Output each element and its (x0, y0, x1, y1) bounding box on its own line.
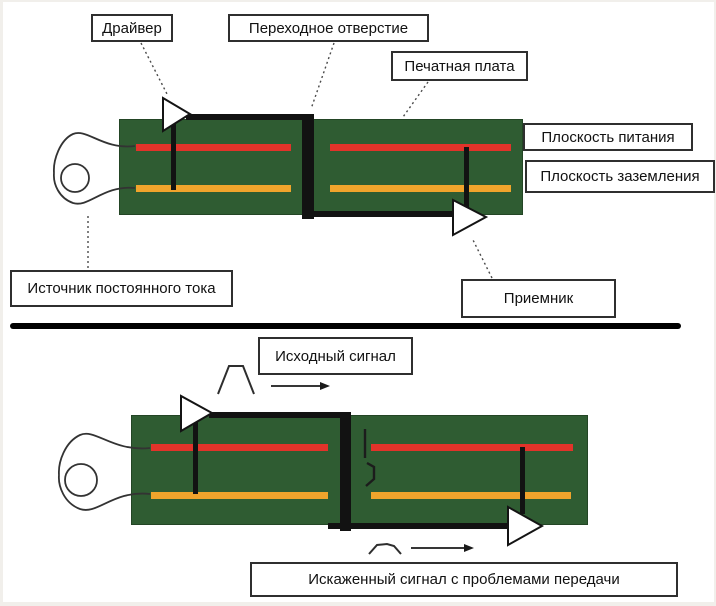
original-signal-label: Исходный сигнал (258, 337, 413, 375)
pcb-board-top (119, 119, 523, 215)
signal-direction-arrowhead-icon (320, 382, 330, 390)
power-plane-label: Плоскость питания (523, 123, 693, 151)
power-plane-trace-bottom-left (151, 444, 328, 451)
driver-label-text: Драйвер (102, 19, 162, 37)
ground-plane-label: Плоскость заземления (525, 160, 715, 193)
receiver-pin-line-top (464, 147, 469, 209)
via-bar-top (302, 114, 314, 219)
pcb-label-text: Печатная плата (404, 57, 515, 75)
section-divider (10, 323, 681, 329)
signal-trace-top-layer-2 (209, 412, 351, 418)
via-bar-bottom (340, 412, 351, 531)
leader-via (310, 42, 335, 110)
ground-plane-label-text: Плоскость заземления (540, 168, 700, 185)
original-signal-label-text: Исходный сигнал (275, 347, 396, 365)
leader-receiver (472, 239, 493, 279)
ground-plane-trace-bottom-left (151, 492, 328, 499)
via-label: Переходное отверстие (228, 14, 429, 42)
receiver-label: Приемник (461, 279, 616, 318)
dc-source-label: Источник постоянного тока (10, 270, 233, 307)
diagram-canvas: Драйвер Переходное отверстие Печатная пл… (3, 2, 715, 602)
signal-trace-bottom-layer (302, 211, 458, 217)
power-plane-trace-bottom-right (371, 444, 573, 451)
receiver-pin-line-bottom (520, 447, 525, 514)
ground-plane-trace-bottom-right (371, 492, 571, 499)
ground-plane-trace-top-right (330, 185, 511, 192)
pcb-label: Печатная плата (391, 51, 528, 81)
dc-source-icon-2 (64, 463, 98, 497)
driver-pin-line-bottom (193, 415, 198, 494)
driver-label: Драйвер (91, 14, 173, 42)
power-plane-trace-top-right (330, 144, 511, 151)
signal-trace-bottom-layer-2 (328, 523, 515, 529)
via-label-text: Переходное отверстие (248, 19, 409, 37)
leader-pcb (402, 81, 429, 118)
dc-source-label-text: Источник постоянного тока (27, 280, 216, 297)
dc-source-icon (60, 163, 90, 193)
power-plane-trace-top-left (136, 144, 291, 151)
leader-driver (140, 42, 168, 95)
ground-plane-trace-top-left (136, 185, 291, 192)
driver-pin-line-top (171, 119, 176, 190)
distorted-signal-label-text: Искаженный сигнал с проблемами передачи (308, 571, 620, 588)
signal-direction-arrowhead-icon-2 (464, 544, 474, 552)
original-signal-waveform-icon (217, 365, 255, 395)
receiver-label-text: Приемник (503, 290, 574, 307)
signal-trace-top-layer (186, 114, 314, 120)
distorted-signal-waveform-icon (368, 542, 402, 555)
distorted-signal-label: Искаженный сигнал с проблемами передачи (250, 562, 678, 597)
power-plane-label-text: Плоскость питания (541, 128, 675, 146)
